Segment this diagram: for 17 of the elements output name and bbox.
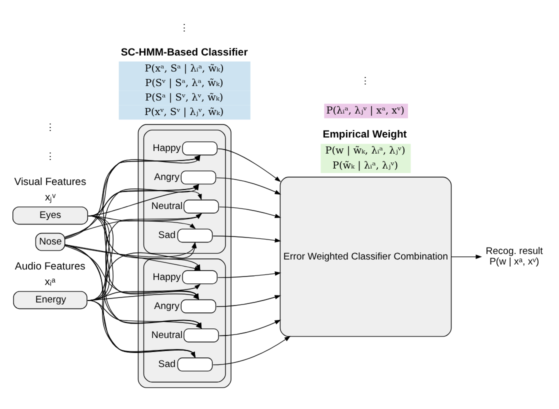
label: ⋮ [45,122,56,134]
node-label: SC-HMM-Based Classifier [120,47,248,58]
node-label: Neutral [151,330,183,341]
label: ⋮ [45,152,56,163]
node-label: Angry [154,172,180,184]
node-label: Angry [154,300,180,312]
node-label: xᵢᵃ [44,277,56,288]
node-label: Visual Features [14,176,86,188]
node-label: Happy [152,142,181,154]
node-label: Neutral [151,201,183,212]
node-label: Audio Features [14,261,86,272]
node-label: Sad [158,359,176,370]
node-label: xⱼᵛ [45,192,56,204]
node-text: Recog. result P(w | xᵃ, xᵛ) [486,246,543,268]
label: ⋮ [360,76,371,88]
node-label: Empirical Weight [322,130,407,141]
label: ⋮ [180,22,190,34]
